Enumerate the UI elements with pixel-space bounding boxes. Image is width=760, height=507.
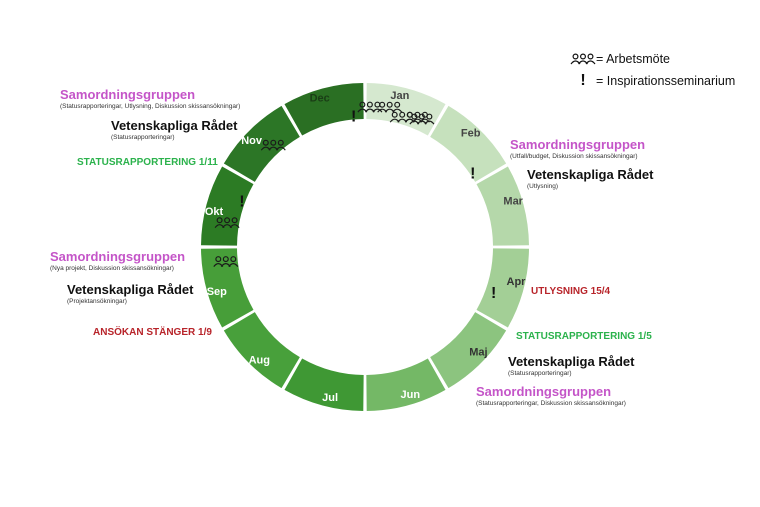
month-label-sep: Sep: [207, 286, 227, 298]
people-group-icon: [357, 101, 383, 113]
feb-vetenskap-note: Vetenskapliga Rådet (Utlysning): [527, 167, 653, 191]
sep-samordning-note: Samordningsgruppen (Nya projekt, Diskuss…: [50, 249, 185, 273]
segment-okt: [201, 166, 254, 246]
segment-mar: [476, 166, 529, 246]
maj-samordning-sub: (Statusrapporteringar, Diskussion skissa…: [476, 400, 626, 407]
segment-apr: [476, 248, 529, 328]
legend-meeting-label: = Arbetsmöte: [596, 52, 670, 66]
segment-dec: [284, 83, 364, 136]
segment-feb: [430, 105, 507, 182]
exclamation-icon: !: [239, 193, 244, 210]
maj-vetenskap-note: Vetenskapliga Rådet (Statusrapporteringa…: [508, 354, 634, 378]
segment-jul: [284, 358, 364, 411]
exclamation-icon: !: [470, 166, 475, 183]
feb-vetenskap-sub: (Utlysning): [527, 183, 559, 190]
segment-aug: [223, 312, 300, 389]
maj-vetenskap-sub: (Statusrapporteringar): [508, 370, 572, 377]
legend: = Arbetsmöte ! = Inspirationsseminarium: [570, 48, 735, 92]
feb-samordning-title: Samordningsgruppen: [510, 137, 646, 152]
meeting-markers: [213, 101, 435, 267]
month-label-jul: Jul: [322, 392, 338, 404]
month-label-mar: Mar: [503, 196, 523, 208]
utlysning-note: UTLYSNING 15/4: [531, 286, 611, 297]
sep-samordning-title: Samordningsgruppen: [50, 249, 186, 264]
segment-maj: [430, 312, 507, 389]
people-group-icon: [409, 113, 435, 125]
month-label-maj: Maj: [469, 347, 487, 359]
status-nov: STATUSRAPPORTERING 1/11: [77, 157, 218, 168]
month-segments: [201, 83, 529, 411]
legend-seminar: ! = Inspirationsseminarium: [570, 70, 735, 92]
maj-samordning-note: Samordningsgruppen (Statusrapporteringar…: [476, 384, 626, 408]
people-group-icon: [214, 217, 240, 229]
month-label-okt: Okt: [205, 206, 224, 218]
segment-sep: [201, 248, 254, 328]
segment-nov: [223, 105, 300, 182]
sep-samordning-sub: (Nya projekt, Diskussion skissansökninga…: [50, 265, 174, 272]
nov-vetenskap-sub: (Statusrapporteringar): [111, 134, 175, 141]
nov-samordning-note: Samordningsgruppen (Statusrapporteringar…: [60, 87, 240, 111]
legend-seminar-label: = Inspirationsseminarium: [596, 74, 736, 88]
exclamation-icon: !: [580, 72, 586, 89]
people-group-icon: [213, 256, 239, 267]
maj-samordning-title: Samordningsgruppen: [476, 384, 612, 399]
month-label-apr: Apr: [507, 276, 527, 288]
people-group-icon: [377, 101, 403, 113]
nov-samordning-title: Samordningsgruppen: [60, 87, 196, 102]
sep-vetenskap-title: Vetenskapliga Rådet: [67, 282, 194, 297]
feb-samordning-sub: (Utfall/budget, Diskussion skissansöknin…: [510, 153, 638, 160]
month-label-jun: Jun: [401, 389, 421, 401]
maj-vetenskap-title: Vetenskapliga Rådet: [508, 354, 635, 369]
seminar-markers: !!!!: [239, 109, 496, 302]
nov-vetenskap-note: Vetenskapliga Rådet (Statusrapporteringa…: [111, 118, 237, 142]
exclamation-icon: !: [491, 285, 496, 302]
feb-vetenskap-title: Vetenskapliga Rådet: [527, 167, 654, 182]
sep-vetenskap-sub: (Projektansökningar): [67, 298, 127, 305]
nov-samordning-sub: (Statusrapporteringar, Utlysning, Diskus…: [60, 103, 241, 110]
people-group-icon: [260, 139, 286, 151]
month-label-dec: Dec: [310, 93, 330, 105]
feb-samordning-note: Samordningsgruppen (Utfall/budget, Disku…: [510, 137, 645, 161]
ansokan-note: ANSÖKAN STÄNGER 1/9: [93, 327, 212, 338]
month-label-feb: Feb: [461, 128, 481, 140]
month-label-aug: Aug: [249, 354, 270, 366]
exclamation-icon: !: [351, 109, 356, 126]
segment-jun: [366, 358, 446, 411]
nov-vetenskap-title: Vetenskapliga Rådet: [111, 118, 238, 133]
status-maj: STATUSRAPPORTERING 1/5: [516, 331, 652, 342]
sep-vetenskap-note: Vetenskapliga Rådet (Projektansökningar): [67, 282, 193, 306]
people-group-icon: [570, 53, 596, 65]
legend-meeting: = Arbetsmöte: [570, 48, 735, 70]
month-label-jan: Jan: [390, 90, 409, 102]
month-label-nov: Nov: [241, 135, 263, 147]
